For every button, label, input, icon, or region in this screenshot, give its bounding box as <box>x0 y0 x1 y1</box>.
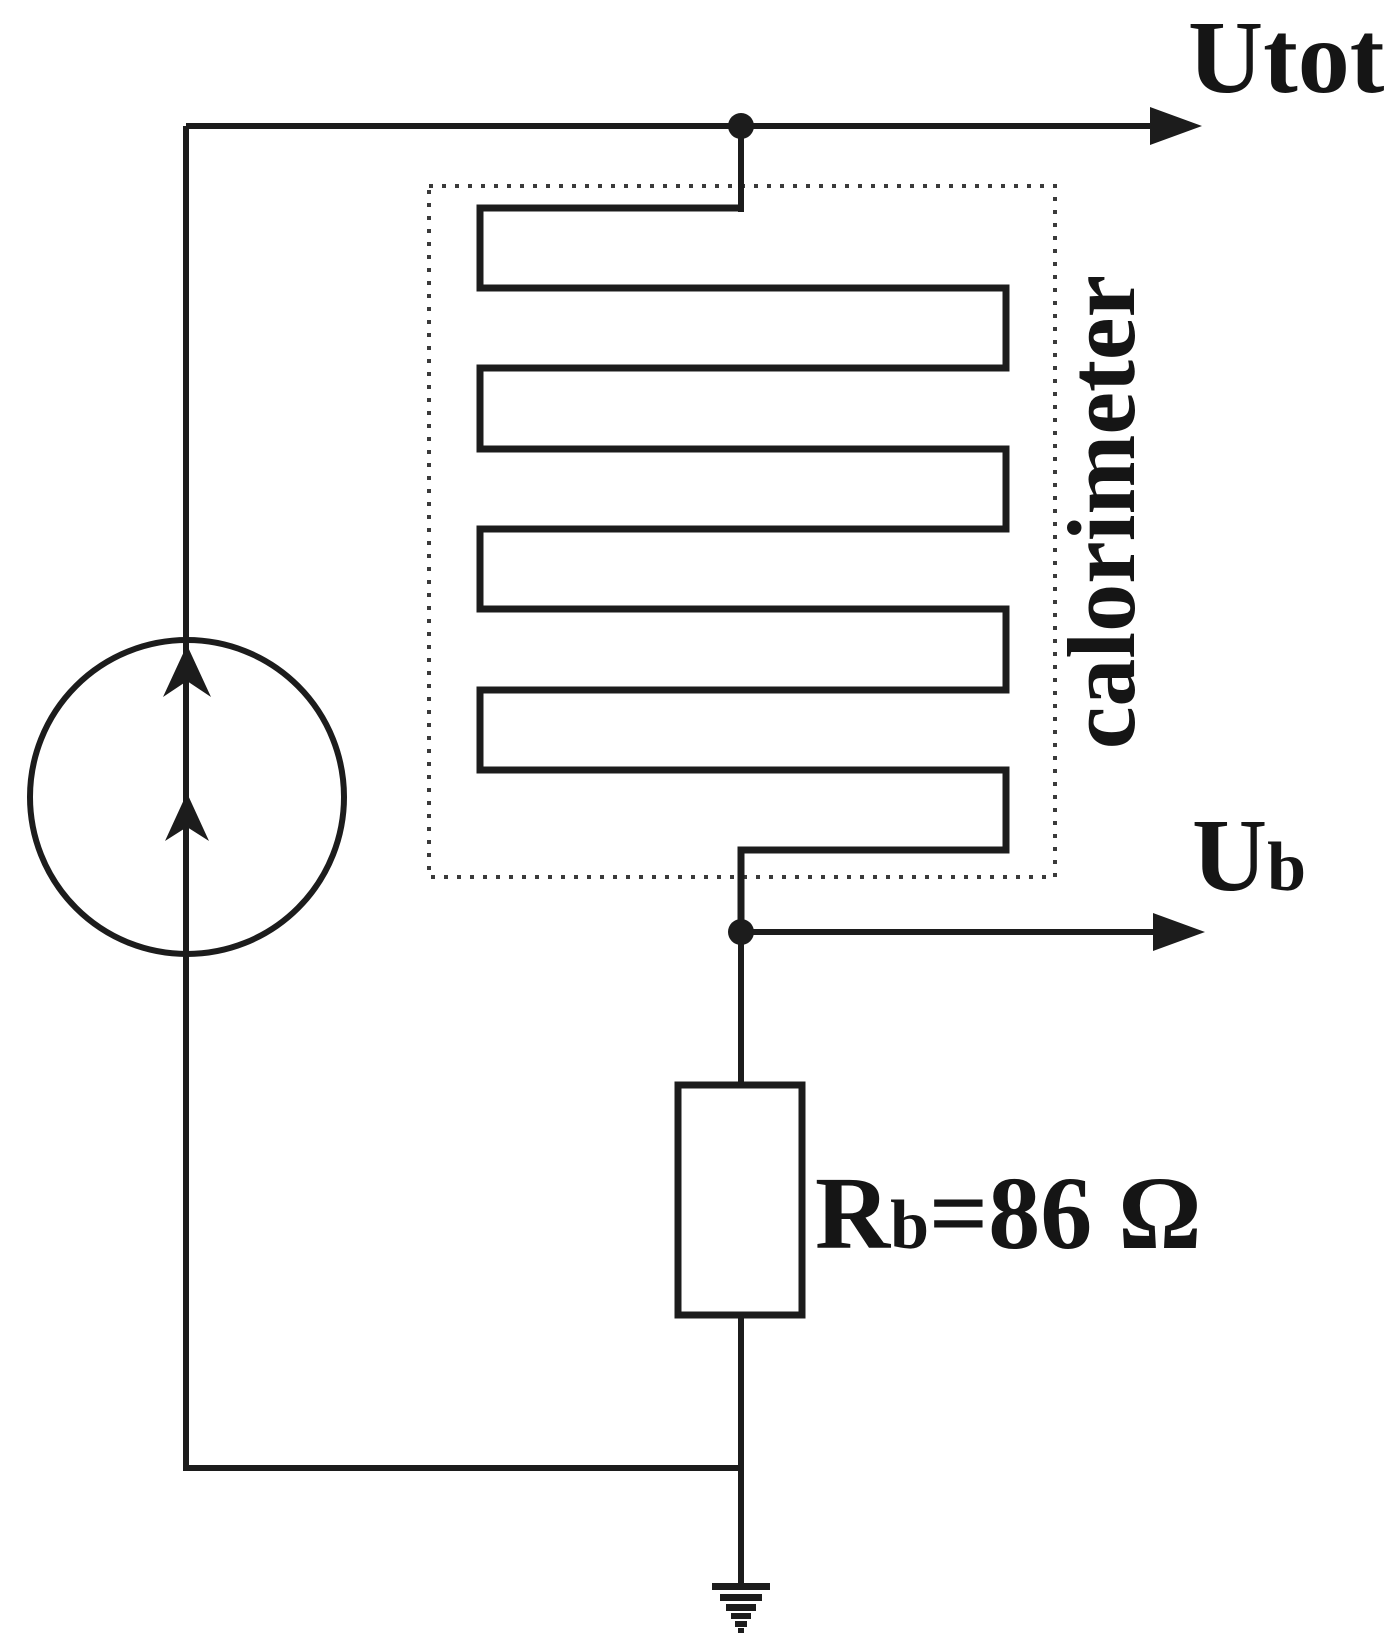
rb-label-value: =86 Ω <box>929 1156 1202 1271</box>
calorimeter-label: calorimeter <box>1048 275 1155 749</box>
rb-label: Rb=86 Ω <box>815 1156 1202 1271</box>
ub-label-main: U <box>1192 798 1267 913</box>
rb-label-sub: b <box>890 1187 929 1264</box>
arrow-up-icon <box>163 645 211 697</box>
arrow-right-icon <box>1153 913 1205 951</box>
left-loop-wire <box>183 126 741 1471</box>
ub-label-sub: b <box>1267 829 1306 906</box>
current-source-circle <box>27 637 347 957</box>
current-source-icon <box>27 637 347 957</box>
ub-label: Ub <box>1192 798 1306 913</box>
meander-resistor <box>476 204 1010 932</box>
resistor-box <box>674 1081 806 1319</box>
junction-dot <box>728 919 754 945</box>
ground-icon <box>712 1583 770 1633</box>
utot-label: Utot <box>1188 0 1385 115</box>
arrow-right-icon <box>1150 107 1202 145</box>
arrow-up-icon <box>165 793 209 841</box>
rb-label-main: R <box>815 1156 892 1271</box>
junction-dot <box>728 113 754 139</box>
